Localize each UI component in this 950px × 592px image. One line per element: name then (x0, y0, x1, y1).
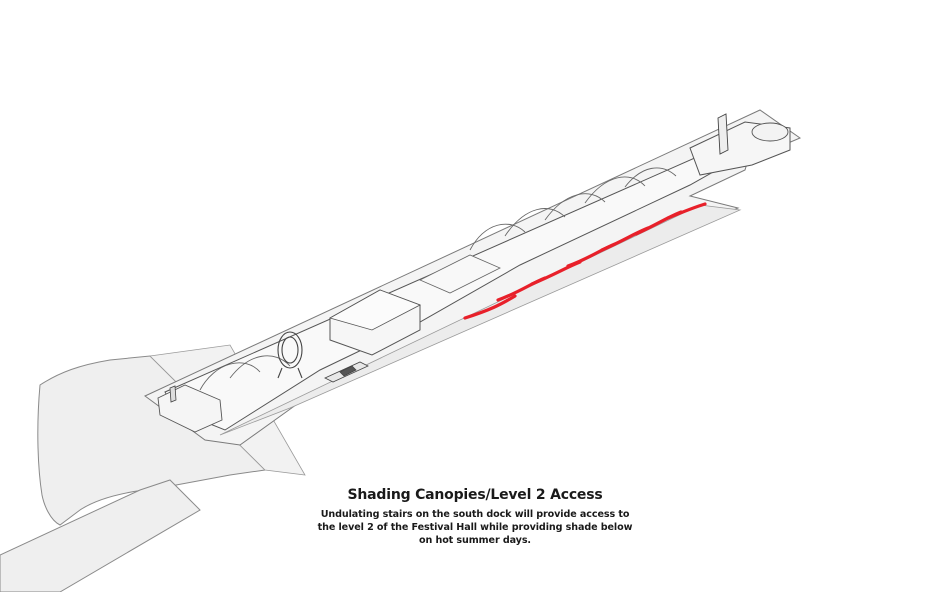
caption-line: Undulating stairs on the south dock will… (320, 509, 630, 520)
east-tower (717, 113, 729, 155)
south-edge-kiosks (324, 361, 369, 383)
south-dock-edge (219, 204, 742, 436)
caption-line: on hot summer days. (419, 535, 531, 546)
plaza-ground (37, 355, 267, 526)
ferris-wheel-icon (277, 331, 303, 379)
road-strip (0, 479, 201, 592)
caption-body: Undulating stairs on the south dock will… (300, 508, 650, 547)
east-block (419, 254, 501, 294)
caption-title: Shading Canopies/Level 2 Access (347, 487, 603, 503)
west-tower (169, 385, 177, 403)
central-block-top (328, 289, 421, 331)
diagram-caption: Shading Canopies/Level 2 Access Undulati… (300, 487, 650, 547)
undulating-stairs-highlight (463, 202, 707, 320)
caption-line: the level 2 of the Festival Hall while p… (317, 522, 633, 533)
east-rotunda (751, 122, 789, 142)
vaulted-roofs (199, 167, 677, 391)
